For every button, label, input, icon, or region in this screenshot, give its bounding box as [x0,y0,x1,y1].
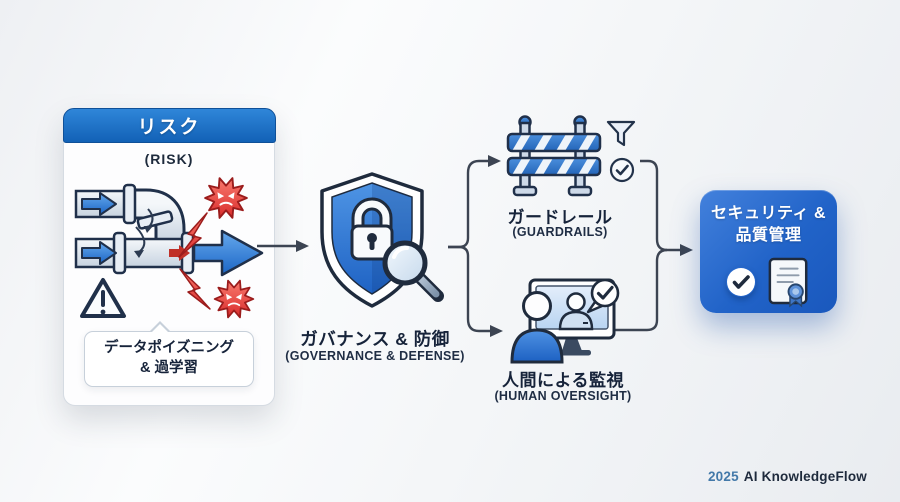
risk-subtitle: (RISK) [144,151,194,167]
risk-title: リスク [137,116,201,138]
result-title-line2: 品質管理 [735,227,802,245]
monitor-person-icon [510,278,620,364]
oversight-subtitle: (HUMAN OVERSIGHT) [494,389,632,403]
check-circle-icon [609,157,635,183]
funnel-icon [606,120,636,147]
check-circle-icon [727,267,755,296]
risk-card: リスク (RISK) [62,107,276,406]
governance-subtitle: (GOVERNANCE & DEFENSE) [285,349,465,363]
lightning-icon [178,212,208,258]
risk-callout: データポイズニング & 過学習 [84,320,254,388]
risk-callout-line1: データポイズニング [103,340,235,356]
risk-callout-line2: & 過学習 [140,359,198,376]
result-title-line1: セキュリティ & [710,205,827,222]
result-title: セキュリティ & 品質管理 [700,203,837,248]
oversight-title: 人間による監視 [502,371,624,390]
poison-arrow-icon [169,245,190,261]
speech-check-icon [586,278,620,314]
warning-triangle-icon [80,278,126,318]
magnifier-icon [382,240,444,302]
governance-title: ガバナンス & 防御 [300,329,450,349]
pipeline-poisoning-icon [74,177,264,319]
inflow-arrow-icon [81,192,117,216]
shield-lock-icon [320,172,444,308]
virus-icon [213,279,255,319]
virus-icon [204,177,248,219]
guardrails-subtitle: (GUARDRAILS) [512,225,608,239]
outflow-arrow-icon [192,229,264,277]
certificate-icon [768,257,808,308]
footer-brand: AI KnowledgeFlow [743,469,867,484]
risk-card-header: リスク [62,107,276,143]
guardrails-title: ガードレール [507,208,613,227]
barrier-icon [506,115,602,197]
result-card: セキュリティ & 品質管理 [700,190,837,313]
footer-year: 2025 [707,469,739,484]
lightning-icon [179,268,211,310]
branch-to-oversight [448,245,492,333]
inflow-arrow-icon [81,241,117,265]
footer-watermark: 2025 AI KnowledgeFlow [708,469,867,484]
